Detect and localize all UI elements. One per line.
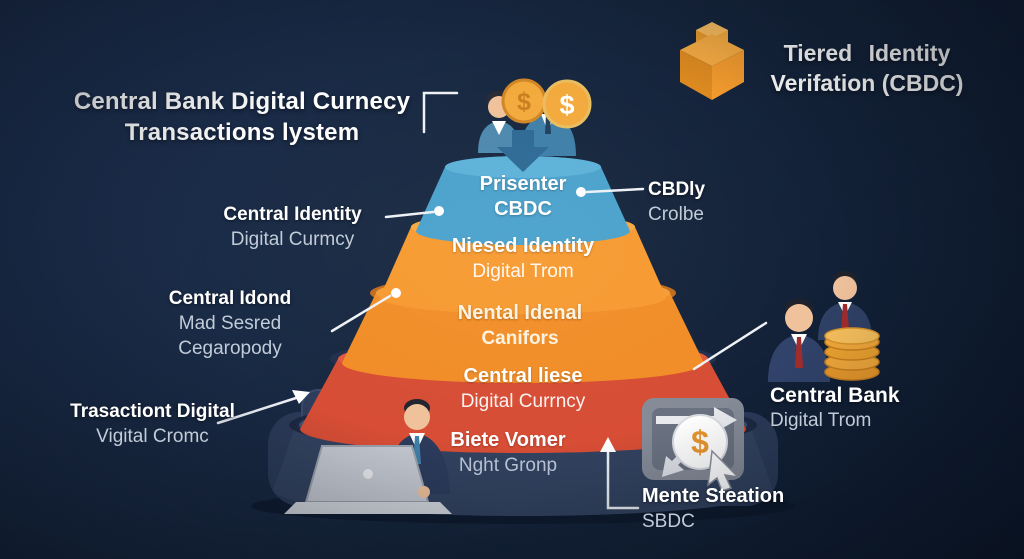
callout-right-3-line2: SBDC: [642, 511, 695, 532]
connector-dot-left-2: [391, 288, 401, 298]
svg-text:$: $: [517, 88, 531, 116]
connector-arrowhead-left-3: [292, 390, 310, 404]
callout-right-2-line2: Digital Trom: [770, 410, 872, 431]
tier-3-line1: Nental Idenal: [457, 302, 583, 324]
tier-1-line2: CBDC: [494, 198, 552, 220]
dollar-transfer-icon: $: [642, 398, 744, 492]
tier-2-line2: Digital Trom: [472, 261, 574, 282]
tier-3-line2: Canifors: [481, 328, 559, 349]
orange-box-icon: [680, 22, 744, 100]
title-bracket: [422, 91, 459, 134]
callout-left-3-line1: Trasactiont Digital: [70, 401, 235, 422]
tier-5-line2: Nght Gronp: [458, 455, 558, 476]
callout-right-1-line1: CBDly: [648, 179, 706, 200]
svg-text:$: $: [559, 90, 574, 120]
callout-transaction-digital: Trasactiont Digital Vigital Cromc: [35, 399, 270, 449]
connector-arrowhead-right-3: [600, 437, 616, 452]
callout-left-2-line1: Central Idond: [168, 288, 292, 309]
connector-right-1: [585, 187, 645, 194]
tier-4-line1: Central liese: [463, 365, 583, 387]
callout-cbdly: CBDly Crolbe: [648, 177, 778, 227]
connector-dot-left-1: [434, 206, 444, 216]
tier-4-label: Central liese Digital Currncy: [373, 364, 673, 414]
callout-central-identity: Central Identity Digital Curmcy: [200, 202, 385, 252]
down-arrow-icon: [497, 130, 549, 172]
secondary-title-line2: Verifation (CBDC): [770, 70, 964, 96]
main-title-line2: Transactions lystem: [124, 119, 360, 146]
tier-4-line2: Digital Currncy: [460, 391, 586, 412]
callout-left-1-line1: Central Identity: [223, 204, 362, 225]
tier-1-shape: [416, 156, 630, 245]
connector-ends: [292, 187, 616, 452]
svg-text:$: $: [691, 424, 709, 460]
connector-left-3: [216, 396, 298, 425]
callout-central-idond: Central Idond Mad Sesred Cegaropody: [146, 286, 314, 361]
tier-1-line1: Prisenter: [479, 173, 567, 195]
tier-1-label: Prisenter CBDC: [373, 172, 673, 222]
tier-5-line1: Biete Vomer: [450, 429, 566, 451]
callout-left-2-line2: Mad Sesred: [178, 313, 282, 334]
callout-right-1-line2: Crolbe: [648, 204, 704, 225]
tier-5-label: Biete Vomer Nght Gronp: [358, 428, 658, 478]
secondary-title: Tiered Identity Verifation (CBDC): [742, 38, 992, 98]
secondary-title-line1: Tiered Identity: [783, 40, 951, 66]
connector-right-2: [692, 321, 768, 371]
connector-left-2: [330, 294, 392, 333]
callout-left-1-line2: Digital Curmcy: [230, 229, 355, 250]
connector-right-3: [606, 448, 640, 510]
callout-mente-steation: Mente Steation SBDC: [642, 484, 862, 534]
callout-right-3-line1: Mente Steation: [642, 485, 785, 507]
bankers-coin-stack-icon: [768, 271, 880, 382]
tier-2-line1: Niesed Identity: [451, 235, 595, 257]
person-laptop-icon: [284, 399, 452, 514]
main-title: Central Bank Digital Curnecy Transaction…: [52, 86, 432, 148]
connector-left-1: [384, 210, 435, 219]
tier-3-label: Nental Idenal Canifors: [370, 301, 670, 351]
connector-lines: [216, 91, 768, 510]
main-title-line1: Central Bank Digital Curnecy: [73, 88, 411, 115]
connector-dot-right-1: [576, 187, 586, 197]
callout-left-2-line3: Cegaropody: [178, 338, 282, 359]
tier-2-label: Niesed Identity Digital Trom: [373, 234, 673, 284]
callout-left-3-line2: Vigital Cromc: [96, 426, 209, 447]
callout-right-2-line1: Central Bank: [770, 384, 900, 407]
callout-central-bank: Central Bank Digital Trom: [770, 383, 950, 433]
